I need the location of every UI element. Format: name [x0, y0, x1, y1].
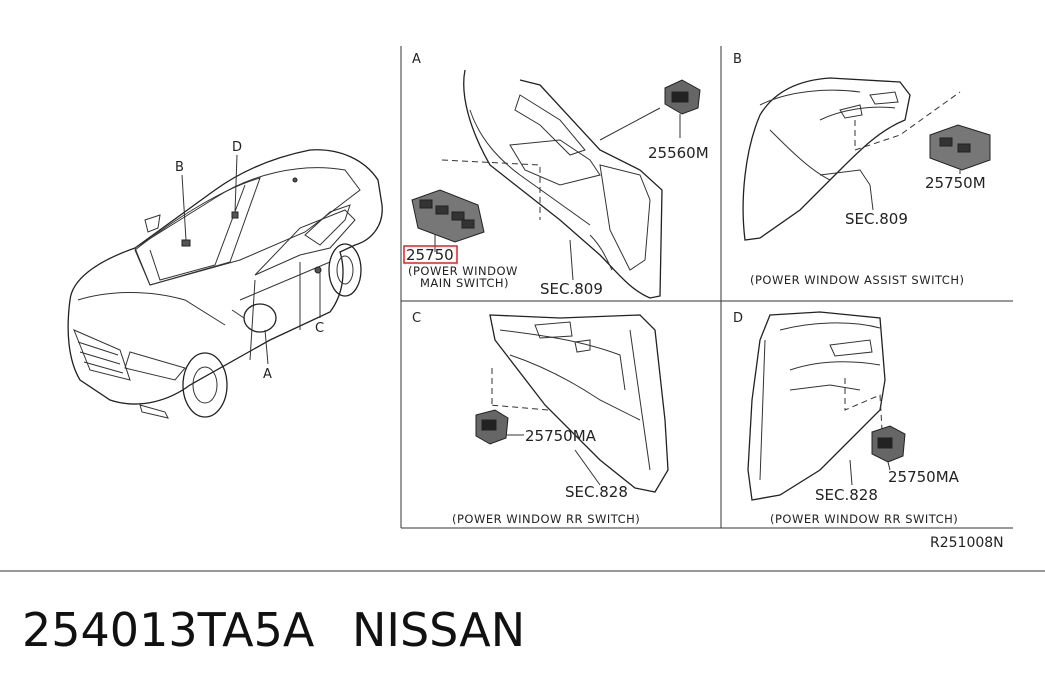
panel-a-caption-line1: (POWER WINDOW: [408, 264, 518, 278]
panel-c-letter: C: [412, 311, 421, 326]
panel-a-part-main: 25750: [406, 246, 454, 264]
footer-part-number: 254013TA5A: [22, 603, 315, 657]
panel-c-caption: (POWER WINDOW RR SWITCH): [452, 512, 640, 526]
panel-d-letter: D: [733, 311, 743, 326]
panel-d-caption: (POWER WINDOW RR SWITCH): [770, 512, 958, 526]
panel-grid: [400, 46, 1013, 529]
panel-b: B 25750M SEC.809 (POWER WINDOW ASSIST SW…: [733, 52, 991, 287]
diagram-ref-code: R251008N: [930, 535, 1004, 551]
panel-d-part: 25750MA: [888, 468, 960, 486]
panel-d: D 25750MA SEC.828 (POWER WINDOW RR SWITC…: [733, 311, 960, 526]
car-callout-b: B: [175, 160, 184, 175]
panel-a-part-top: 25560M: [648, 144, 709, 162]
footer-brand: NISSAN: [352, 603, 525, 657]
car-illustration: [67, 149, 383, 419]
assist-switch-icon: [929, 124, 991, 171]
panel-c-sec: SEC.828: [565, 483, 628, 501]
car-callout-c: C: [315, 321, 324, 336]
panel-a: A 25750 (POWER WINDOW MAIN SWITCH): [403, 52, 709, 299]
panel-b-letter: B: [733, 52, 742, 67]
top-switch-icon: [664, 79, 701, 115]
panel-b-caption: (POWER WINDOW ASSIST SWITCH): [750, 273, 964, 287]
panel-a-letter: A: [412, 52, 421, 67]
panel-a-caption-line2: MAIN SWITCH): [420, 276, 509, 290]
car-callout-d: D: [232, 140, 242, 155]
car-callout-a: A: [263, 367, 272, 382]
panel-c: C 25750MA SEC.828 (POWER WINDOW RR SWITC…: [412, 311, 669, 526]
panel-b-part: 25750M: [925, 174, 986, 192]
panel-c-part: 25750MA: [525, 427, 597, 445]
main-switch-icon: [411, 189, 485, 243]
rr-switch-c-icon: [475, 409, 509, 445]
panel-b-sec: SEC.809: [845, 210, 908, 228]
panel-a-highlight-box: [403, 245, 458, 264]
panel-a-sec: SEC.809: [540, 280, 603, 298]
rr-switch-d-icon: [871, 425, 906, 463]
panel-d-sec: SEC.828: [815, 486, 878, 504]
